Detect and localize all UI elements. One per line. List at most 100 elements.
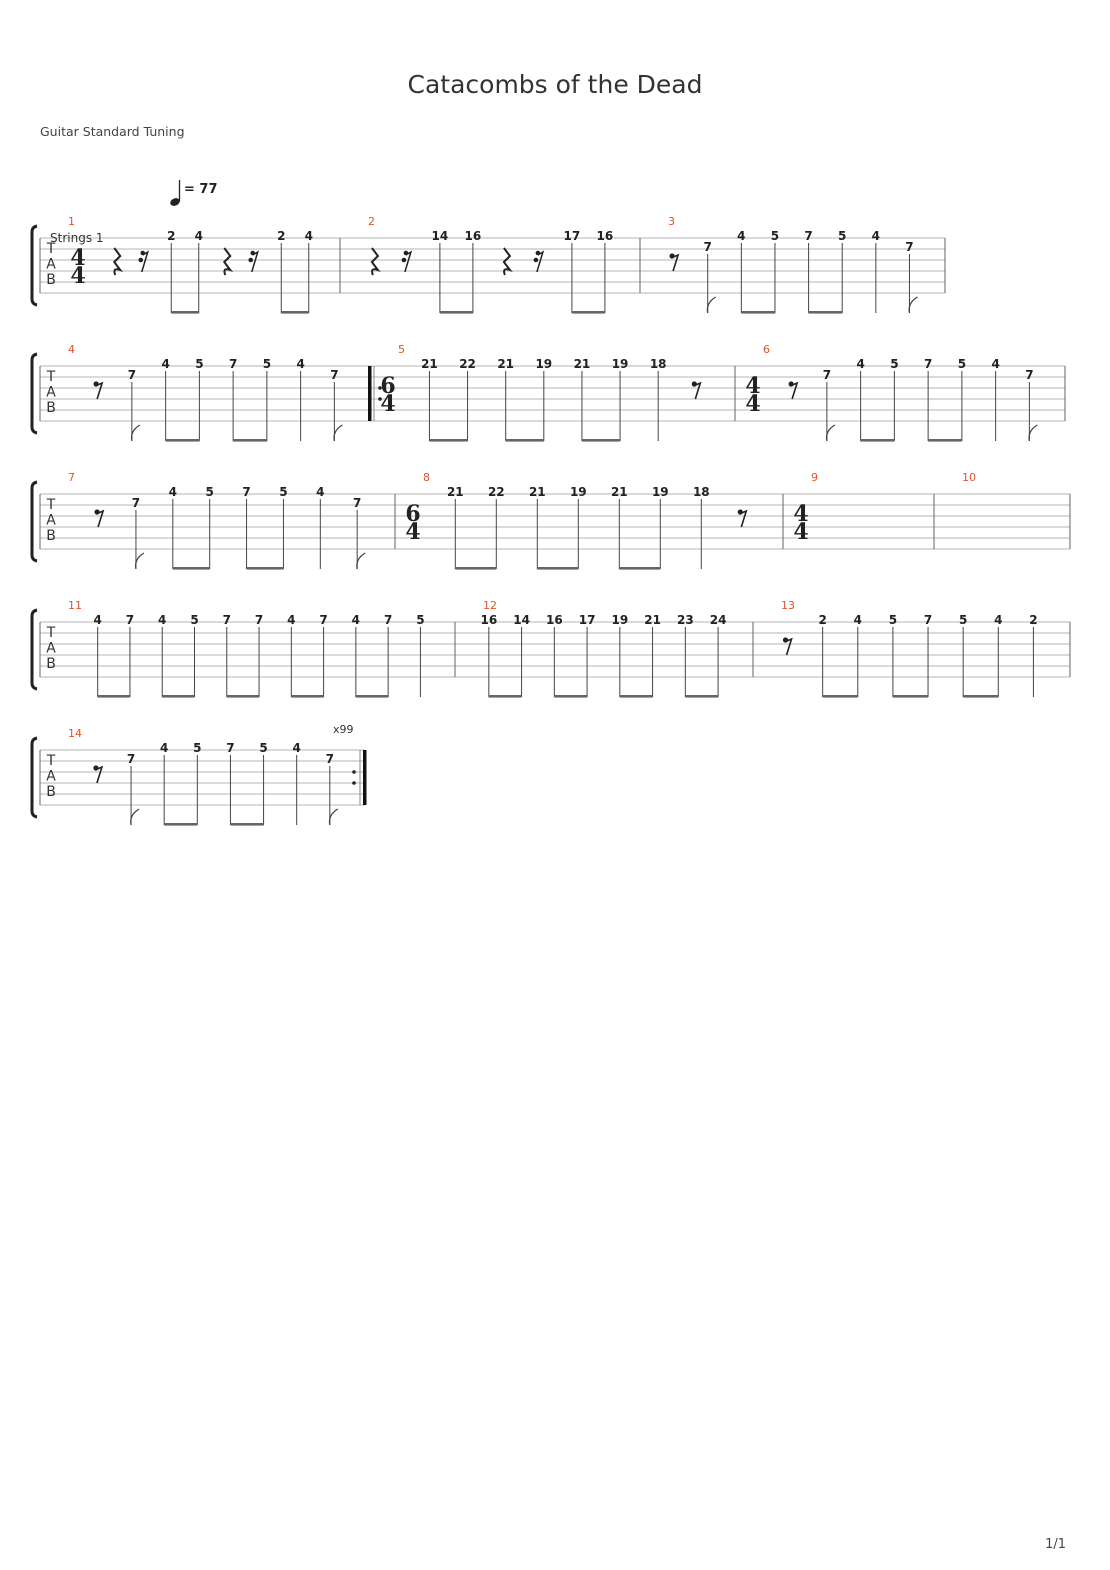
fret-number: 14 [432,229,449,243]
eighth-rest-icon [94,765,104,784]
fret-number: 4 [160,741,168,755]
measure-number: 10 [962,471,976,484]
fret-number: 14 [513,613,530,627]
sixteenth-rest-icon [533,257,539,263]
fret-number: 4 [195,229,203,243]
note-beam [246,567,284,570]
fret-number: 17 [564,229,581,243]
time-signature-bottom: 4 [405,519,420,545]
eighth-rest-icon [692,381,702,400]
fret-number: 5 [193,741,201,755]
fret-number: 7 [330,368,338,382]
eighth-rest-icon [670,253,680,272]
note-beam [928,439,962,442]
tab-clef-letter: T [46,497,56,513]
measure-number: 7 [68,471,75,484]
time-signature-top: 4 [745,373,760,399]
fret-number: 7 [132,496,140,510]
fret-number: 5 [771,229,779,243]
measure-number: 11 [68,599,82,612]
fret-number: 2 [277,229,285,243]
repeat-start-barline [368,366,372,421]
fret-number: 7 [704,240,712,254]
fret-number: 5 [959,613,967,627]
quarter-rest-icon [112,247,124,276]
eighth-rest-icon [784,637,793,656]
measure-number: 4 [68,343,75,356]
eighth-rest-icon [789,381,799,400]
note-flag [908,296,918,314]
time-signature-bottom: 4 [745,391,760,417]
measure-number: 1 [68,215,75,228]
note-beam [860,439,895,442]
fret-number: 7 [823,368,831,382]
tab-clef-letter: A [46,641,56,657]
sixteenth-rest-icon [248,257,254,263]
fret-number: 4 [316,485,324,499]
fret-number: 5 [416,613,424,627]
measure-number: 6 [763,343,770,356]
tab-clef-letter: A [46,257,56,273]
note-flag [1028,424,1038,442]
note-beam [97,695,130,698]
tab-clef-letter: B [46,528,56,544]
note-flag [333,424,343,442]
fret-number: 7 [353,496,361,510]
fret-number: 5 [206,485,214,499]
repeat-dot [352,781,356,785]
repeat-dot [352,770,356,774]
fret-number: 4 [856,357,864,371]
fret-number: 5 [259,741,267,755]
note-beam [429,439,468,442]
note-beam [162,695,195,698]
fret-number: 19 [535,357,552,371]
fret-number: 4 [991,357,999,371]
measure-number: 12 [483,599,497,612]
track-label: Strings 1 [50,231,104,245]
fret-number: 5 [958,357,966,371]
fret-number: 7 [255,613,263,627]
note-flag [706,296,717,314]
fret-number: 19 [612,357,629,371]
fret-number: 7 [384,613,392,627]
quarter-rest-icon [222,247,234,276]
fret-number: 4 [737,229,745,243]
sixteenth-rest-icon [401,257,407,263]
note-beam [165,439,200,442]
tab-clef-letter: A [46,513,56,529]
fret-number: 4 [293,741,301,755]
fret-number: 21 [574,357,591,371]
note-beam [963,695,999,698]
note-beam [505,439,544,442]
system-bracket [30,224,38,307]
final-barline [363,750,367,805]
eighth-rest-icon [94,381,104,400]
note-beam [230,823,264,826]
note-flag [825,424,836,442]
fret-number: 4 [872,229,880,243]
note-beam [281,311,309,314]
fret-number: 7 [229,357,237,371]
fret-number: 21 [421,357,438,371]
note-flag [356,552,366,570]
note-beam [822,695,858,698]
page-number: 1/1 [1045,1537,1066,1552]
fret-number: 17 [579,613,596,627]
tab-clef-letter: T [46,369,56,385]
fret-number: 7 [126,613,134,627]
fret-number: 7 [326,752,334,766]
note-beam [355,695,389,698]
fret-number: 4 [94,613,102,627]
fret-number: 4 [161,357,169,371]
fret-number: 21 [447,485,464,499]
eighth-rest-icon [95,509,105,528]
note-beam [171,311,199,314]
note-beam [808,311,843,314]
fret-number: 4 [158,613,166,627]
system-bracket [30,480,38,563]
tab-clef-letter: T [46,241,56,257]
fret-number: 7 [127,752,135,766]
fret-number: 7 [1025,368,1033,382]
note-beam [439,311,473,314]
